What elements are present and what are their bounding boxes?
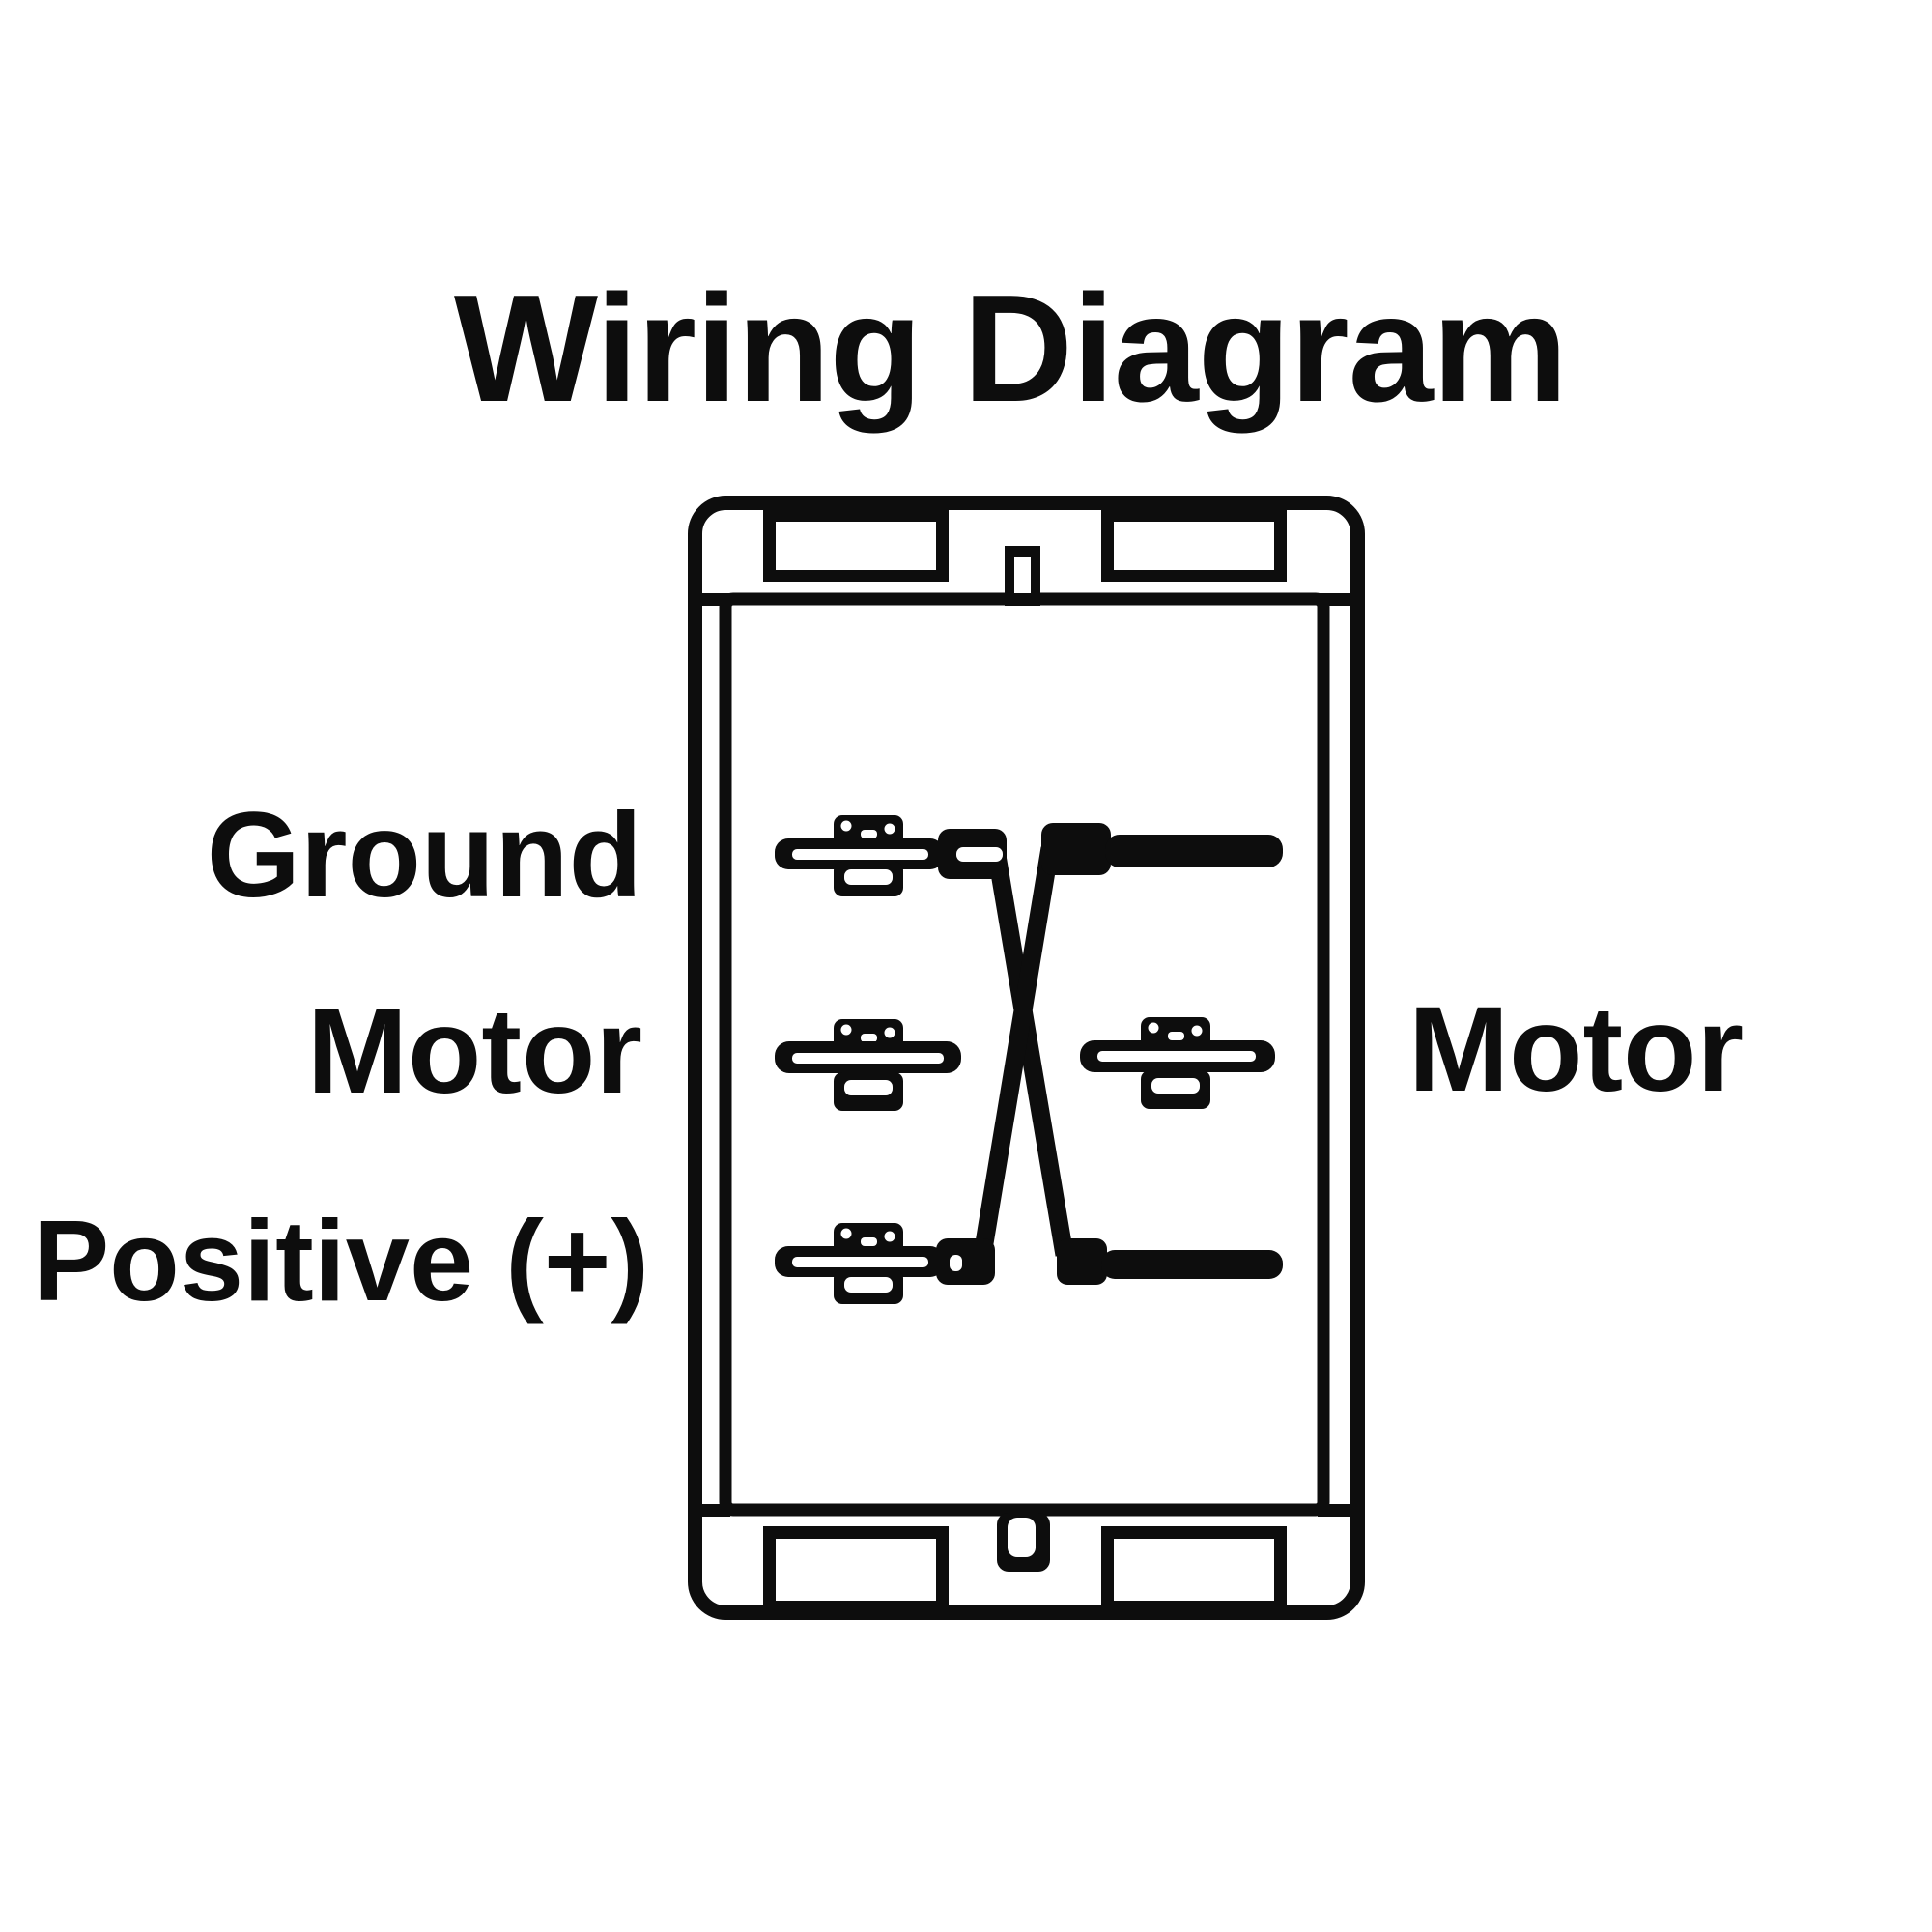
terminal-motor-right [1080,1017,1275,1109]
terminal-motor-left [775,1019,961,1111]
bottom-center-notch [997,1513,1050,1572]
top-right-border-stub [1318,593,1350,606]
crimp-connector-bottom-right [1057,1238,1107,1285]
switch-outer-housing [688,496,1365,1620]
label-motor-right: Motor [1408,982,1745,1117]
bottom-mounting-tabs [763,1513,1287,1613]
crimp-connector-top-right [1041,823,1111,875]
terminal-positive [775,1223,944,1304]
positive-row-connectors [936,1238,1283,1285]
terminal-ground [775,815,944,896]
ground-row-connectors [938,823,1283,879]
top-left-border-stub [699,593,730,606]
label-positive: Positive (+) [32,1197,649,1325]
bottom-right-lead [1101,1250,1283,1279]
top-left-tab [763,509,949,582]
bottom-left-tab [763,1526,949,1613]
bottom-left-border-stub [699,1504,730,1517]
top-mounting-tabs [763,509,1287,606]
bottom-right-border-stub [1318,1504,1350,1517]
wire-positive-to-upper-right [973,846,1060,1257]
label-ground: Ground [206,788,642,923]
crossover-wires [973,846,1074,1257]
top-right-tab [1101,509,1287,582]
top-right-lead [1105,835,1283,867]
top-center-notch [1005,546,1040,606]
bottom-right-tab [1101,1526,1287,1613]
diagram-title: Wiring Diagram [453,264,1568,434]
wire-ground-to-lower-right [986,848,1074,1257]
label-motor-left: Motor [306,984,642,1119]
crimp-connector-bottom-left [936,1238,995,1285]
